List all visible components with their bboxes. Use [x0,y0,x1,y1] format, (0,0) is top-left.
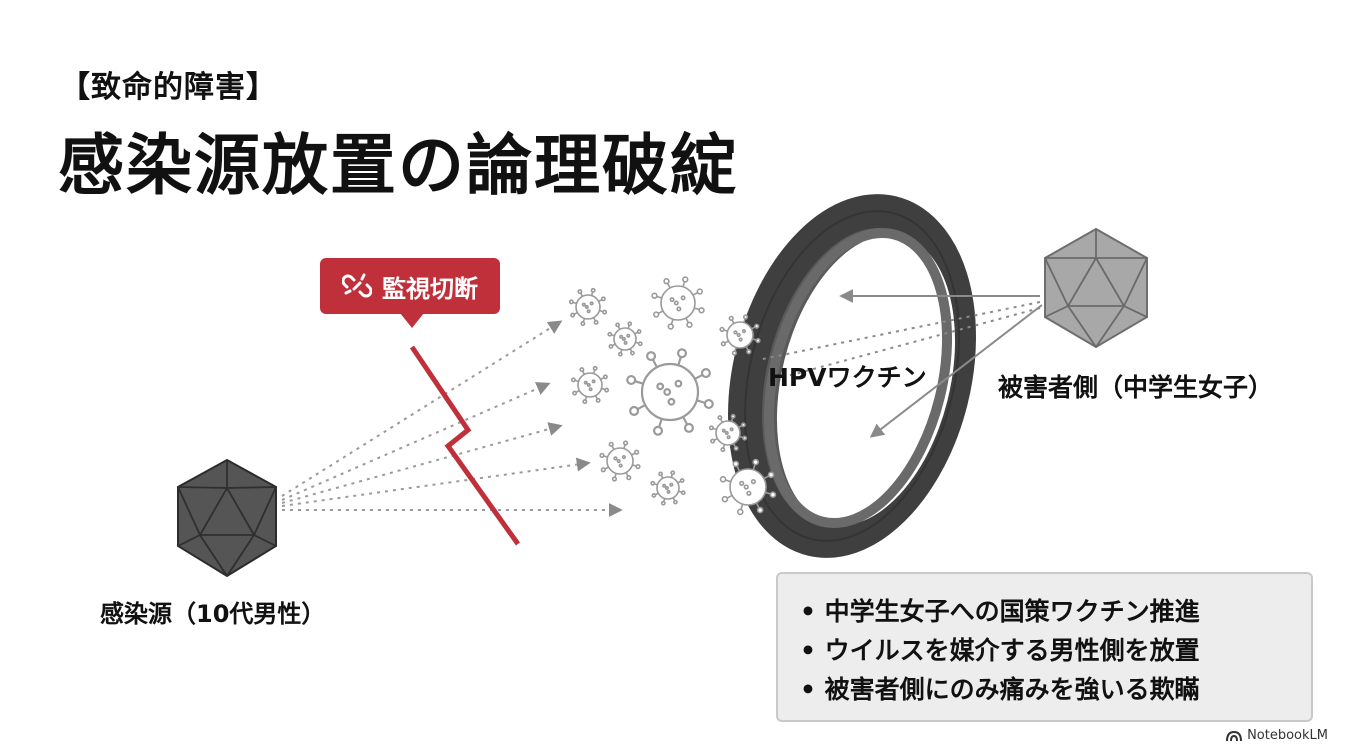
transmission-arrow [281,457,591,507]
virus-cluster [568,276,777,516]
victim-label: 被害者側（中学生女子） [998,373,1274,402]
cut-monitoring-label: 監視切断 [382,274,478,303]
source-arrows [281,320,623,517]
virus-icon [607,321,643,357]
victim-arrow [869,304,1043,438]
virus-icon [626,348,714,436]
source-label: 感染源（10代男性） [100,600,326,628]
key-point: • 中学生女子への国策ワクチン推進 [800,597,1200,626]
key-point: • 被害者側にのみ痛みを強いる欺瞞 [800,675,1200,704]
transmission-arrow [281,422,563,504]
key-points-box: • 中学生女子への国策ワクチン推進 • ウイルスを媒介する男性側を放置 • 被害… [776,572,1313,722]
cut-monitoring-badge: 監視切断 [320,258,500,328]
brand-mark: NotebookLM [1226,728,1328,743]
virus-icon [568,287,608,327]
virus-icon [719,314,761,356]
vaccine-ring-shield [728,194,976,558]
transmission-arrow [281,320,563,497]
broken-link-line [409,345,521,546]
transmission-arrow [281,382,551,501]
virus-icon [719,458,777,516]
broken-link-icon [342,273,372,298]
virus-icon [650,470,686,506]
virus-icon [570,365,610,405]
victim-icosahedron-icon [1044,227,1148,349]
virus-icon [651,276,705,330]
key-point: • ウイルスを媒介する男性側を放置 [800,636,1200,665]
vaccine-label: HPVワクチン [768,363,927,392]
victim-arrows [757,289,1043,438]
virus-icon [708,413,748,453]
badge-pointer [400,313,424,328]
virus-icon [599,440,641,482]
slide-kicker: 【致命的障害】 [60,70,277,105]
slide-title: 感染源放置の論理破綻 [58,127,738,204]
source-icosahedron-icon [177,458,277,578]
notebooklm-logo-icon [1226,730,1243,741]
brand-name: NotebookLM [1247,728,1328,743]
